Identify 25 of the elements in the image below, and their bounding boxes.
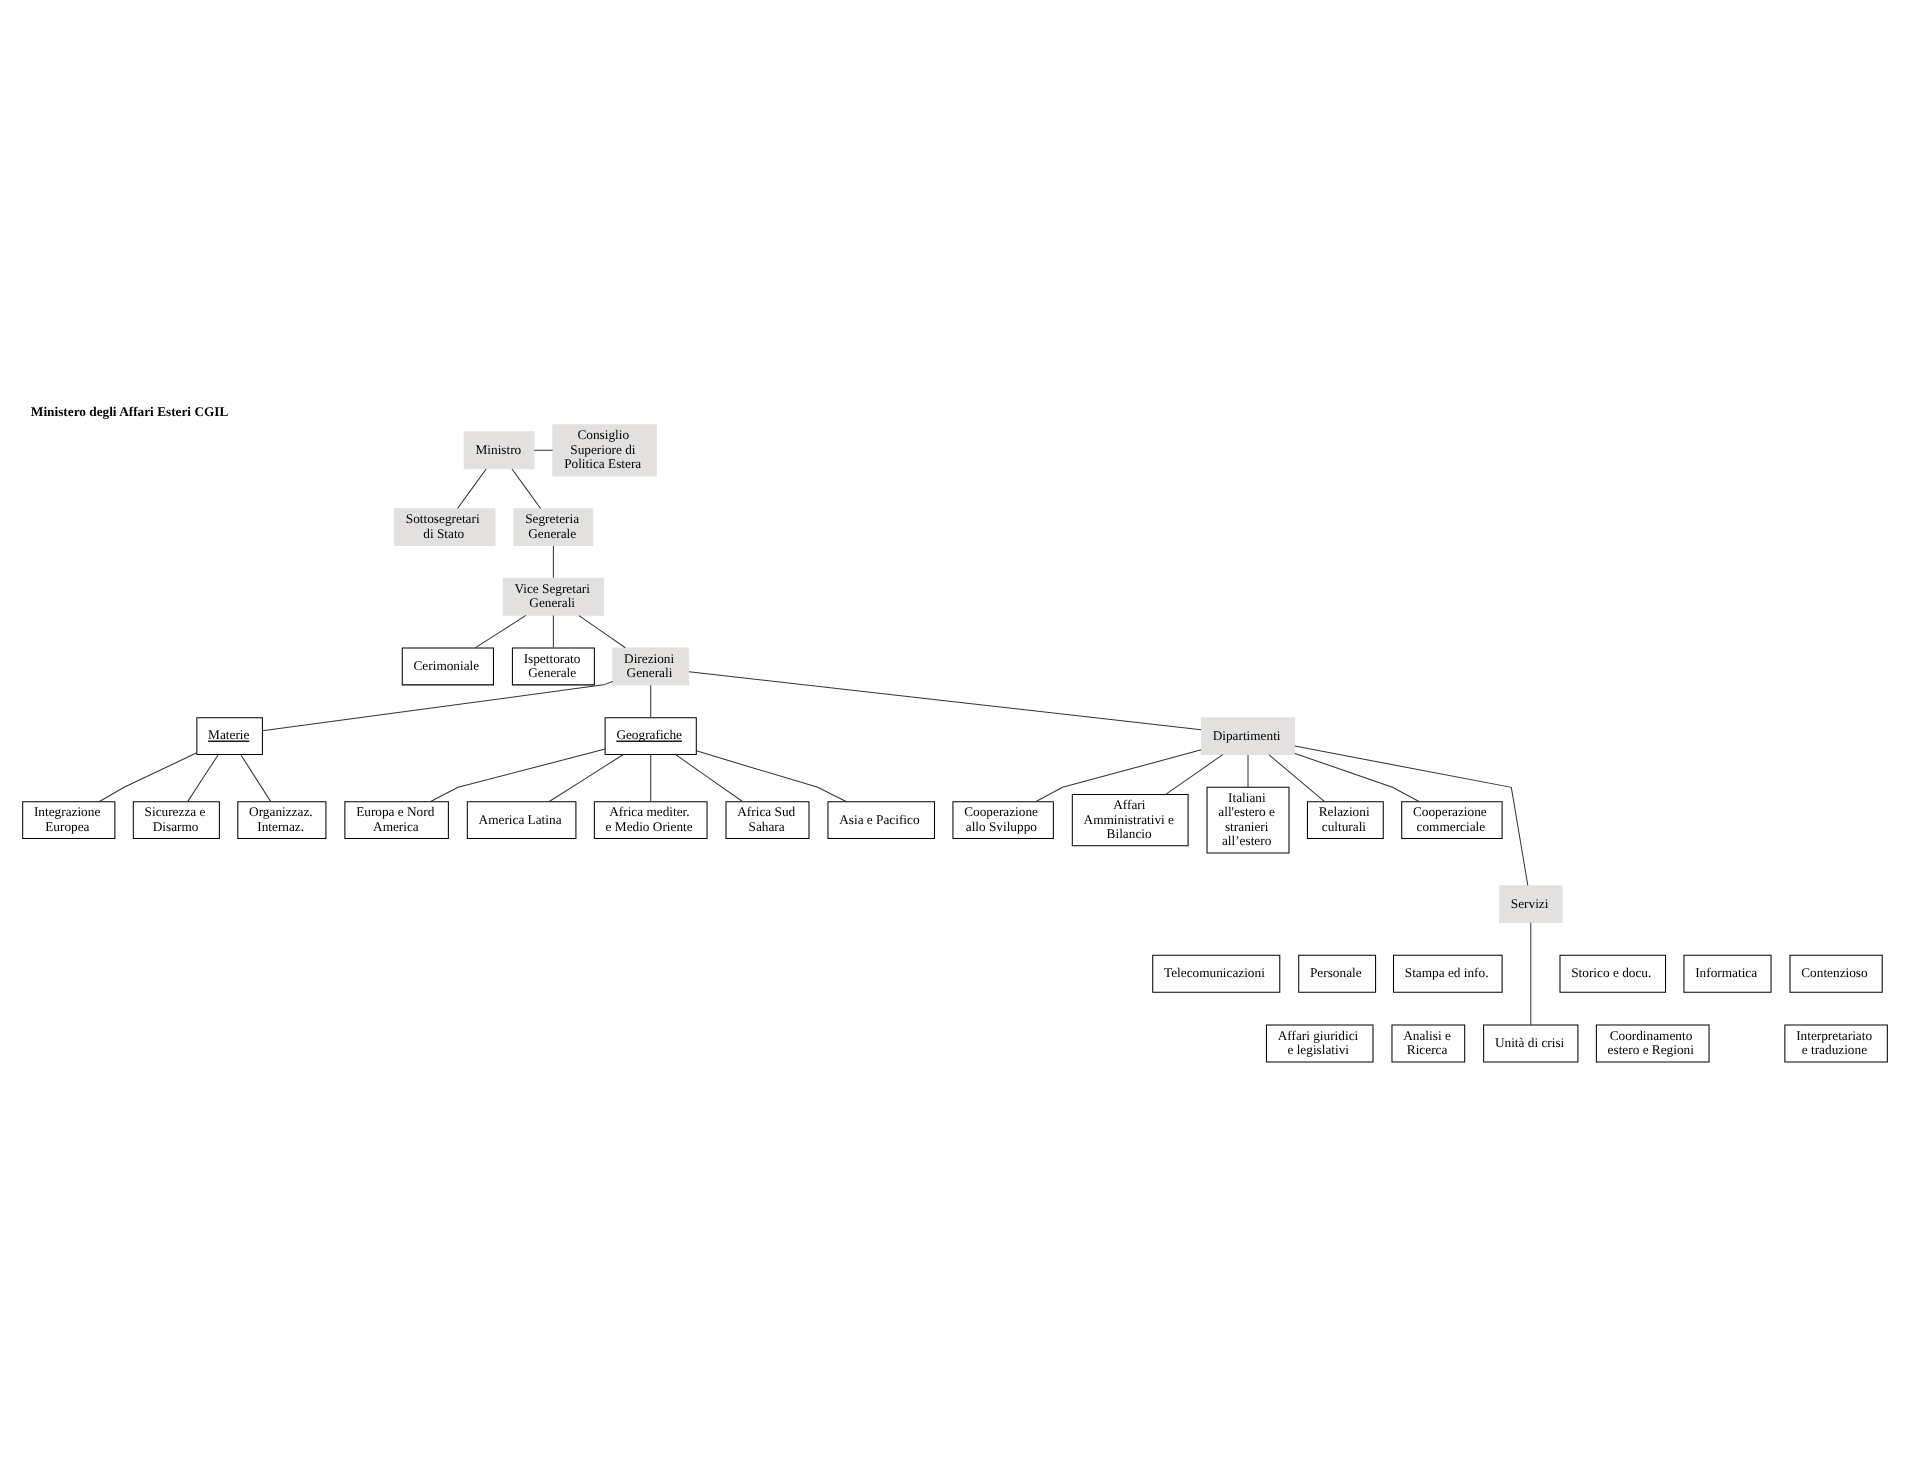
connector <box>1268 753 1326 802</box>
connector <box>1294 744 1529 886</box>
connector <box>1294 751 1420 802</box>
connector <box>675 753 743 802</box>
connector <box>650 683 652 717</box>
connector <box>1247 753 1249 787</box>
connector <box>511 467 542 508</box>
connector <box>533 448 554 450</box>
connector <box>98 751 198 802</box>
connector <box>240 753 272 802</box>
connector <box>187 753 219 802</box>
connector <box>578 614 626 648</box>
connector <box>650 753 652 802</box>
connector <box>552 614 554 648</box>
connector <box>688 670 1202 730</box>
connector <box>430 747 606 802</box>
connector <box>1530 921 1532 1025</box>
connector <box>457 467 487 508</box>
connector <box>552 544 554 578</box>
connector <box>261 680 614 731</box>
connector <box>474 613 527 648</box>
connector <box>1035 748 1202 802</box>
connector <box>548 753 624 802</box>
connector <box>695 749 847 802</box>
connector <box>1165 753 1224 794</box>
